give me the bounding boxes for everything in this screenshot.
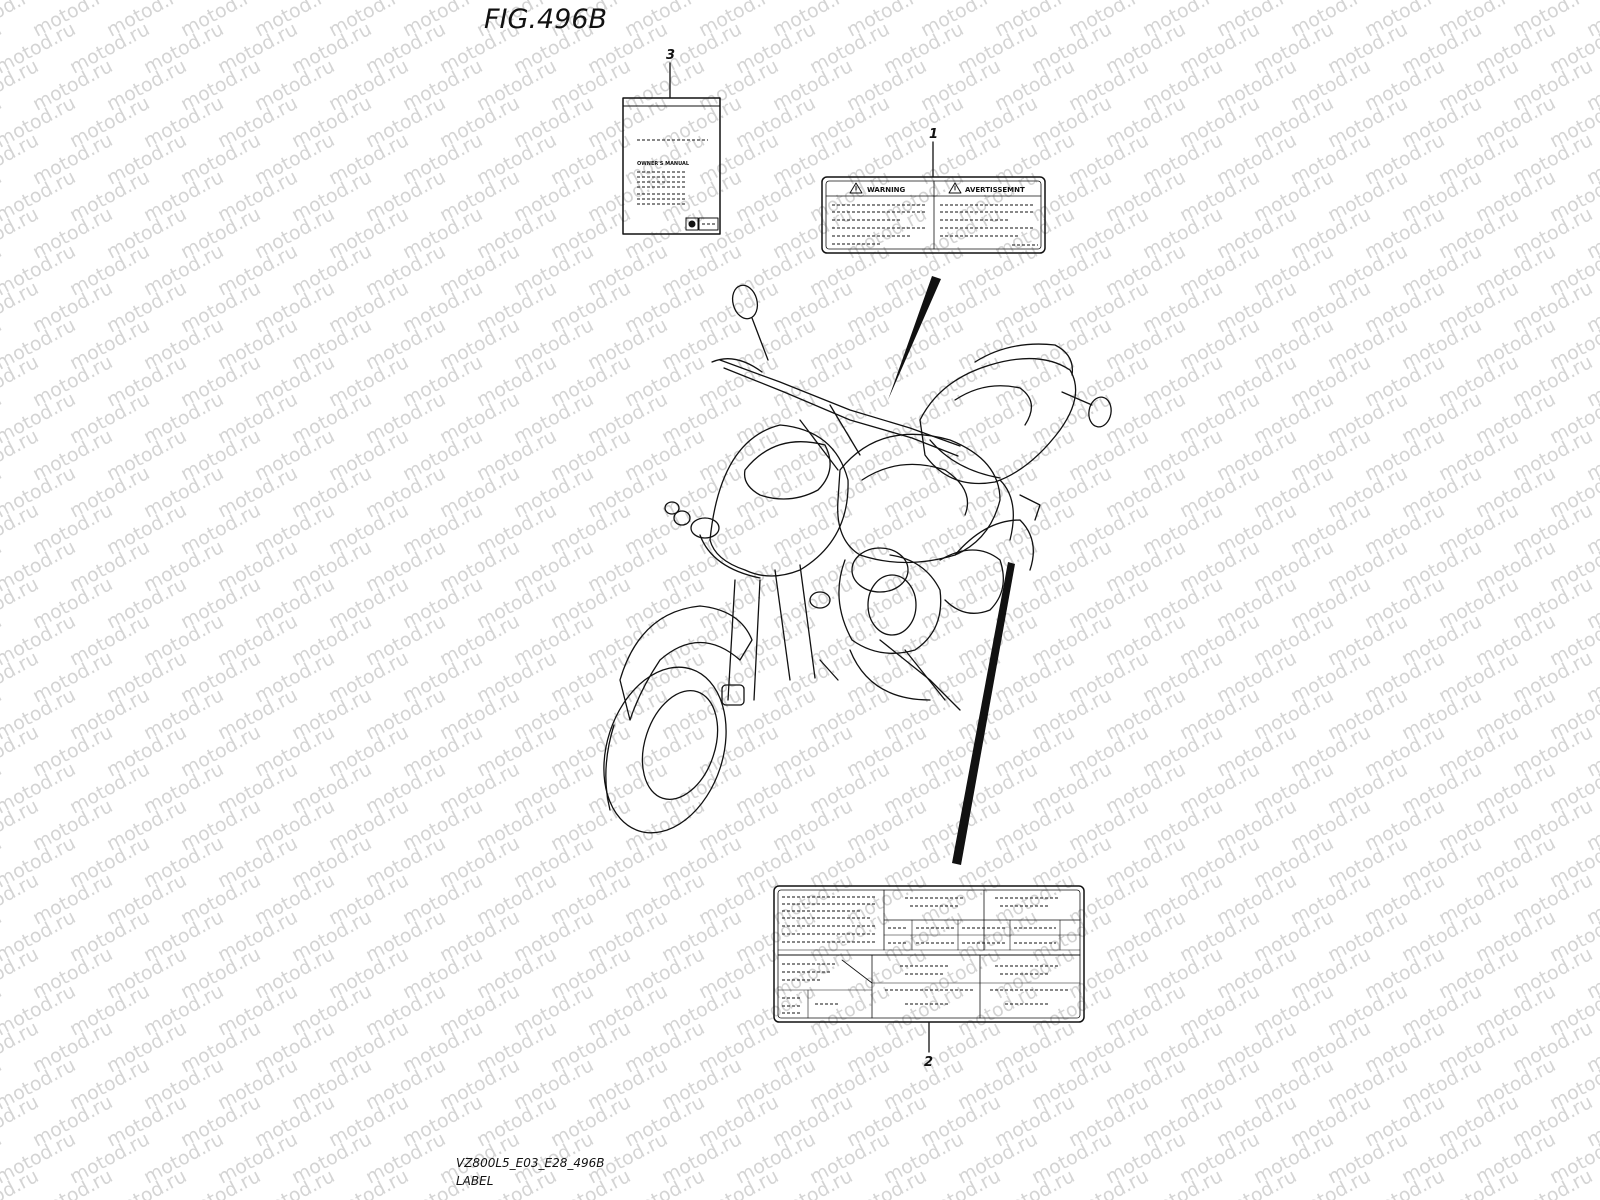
- figure-title: FIG.496B: [484, 4, 607, 35]
- owners-manual-cover-title: OWNER'S MANUAL: [637, 161, 690, 167]
- figure-code: VZ800L5_E03_E28_496B: [456, 1156, 605, 1170]
- warning-heading: WARNING: [867, 186, 906, 194]
- callout-2-number: 2: [924, 1055, 933, 1070]
- figure-caption: LABEL: [456, 1174, 493, 1188]
- callout-3-number: 3: [666, 48, 675, 63]
- avertissement-heading: AVERTISSEMNT: [965, 186, 1025, 194]
- callout-1-number: 1: [929, 127, 938, 142]
